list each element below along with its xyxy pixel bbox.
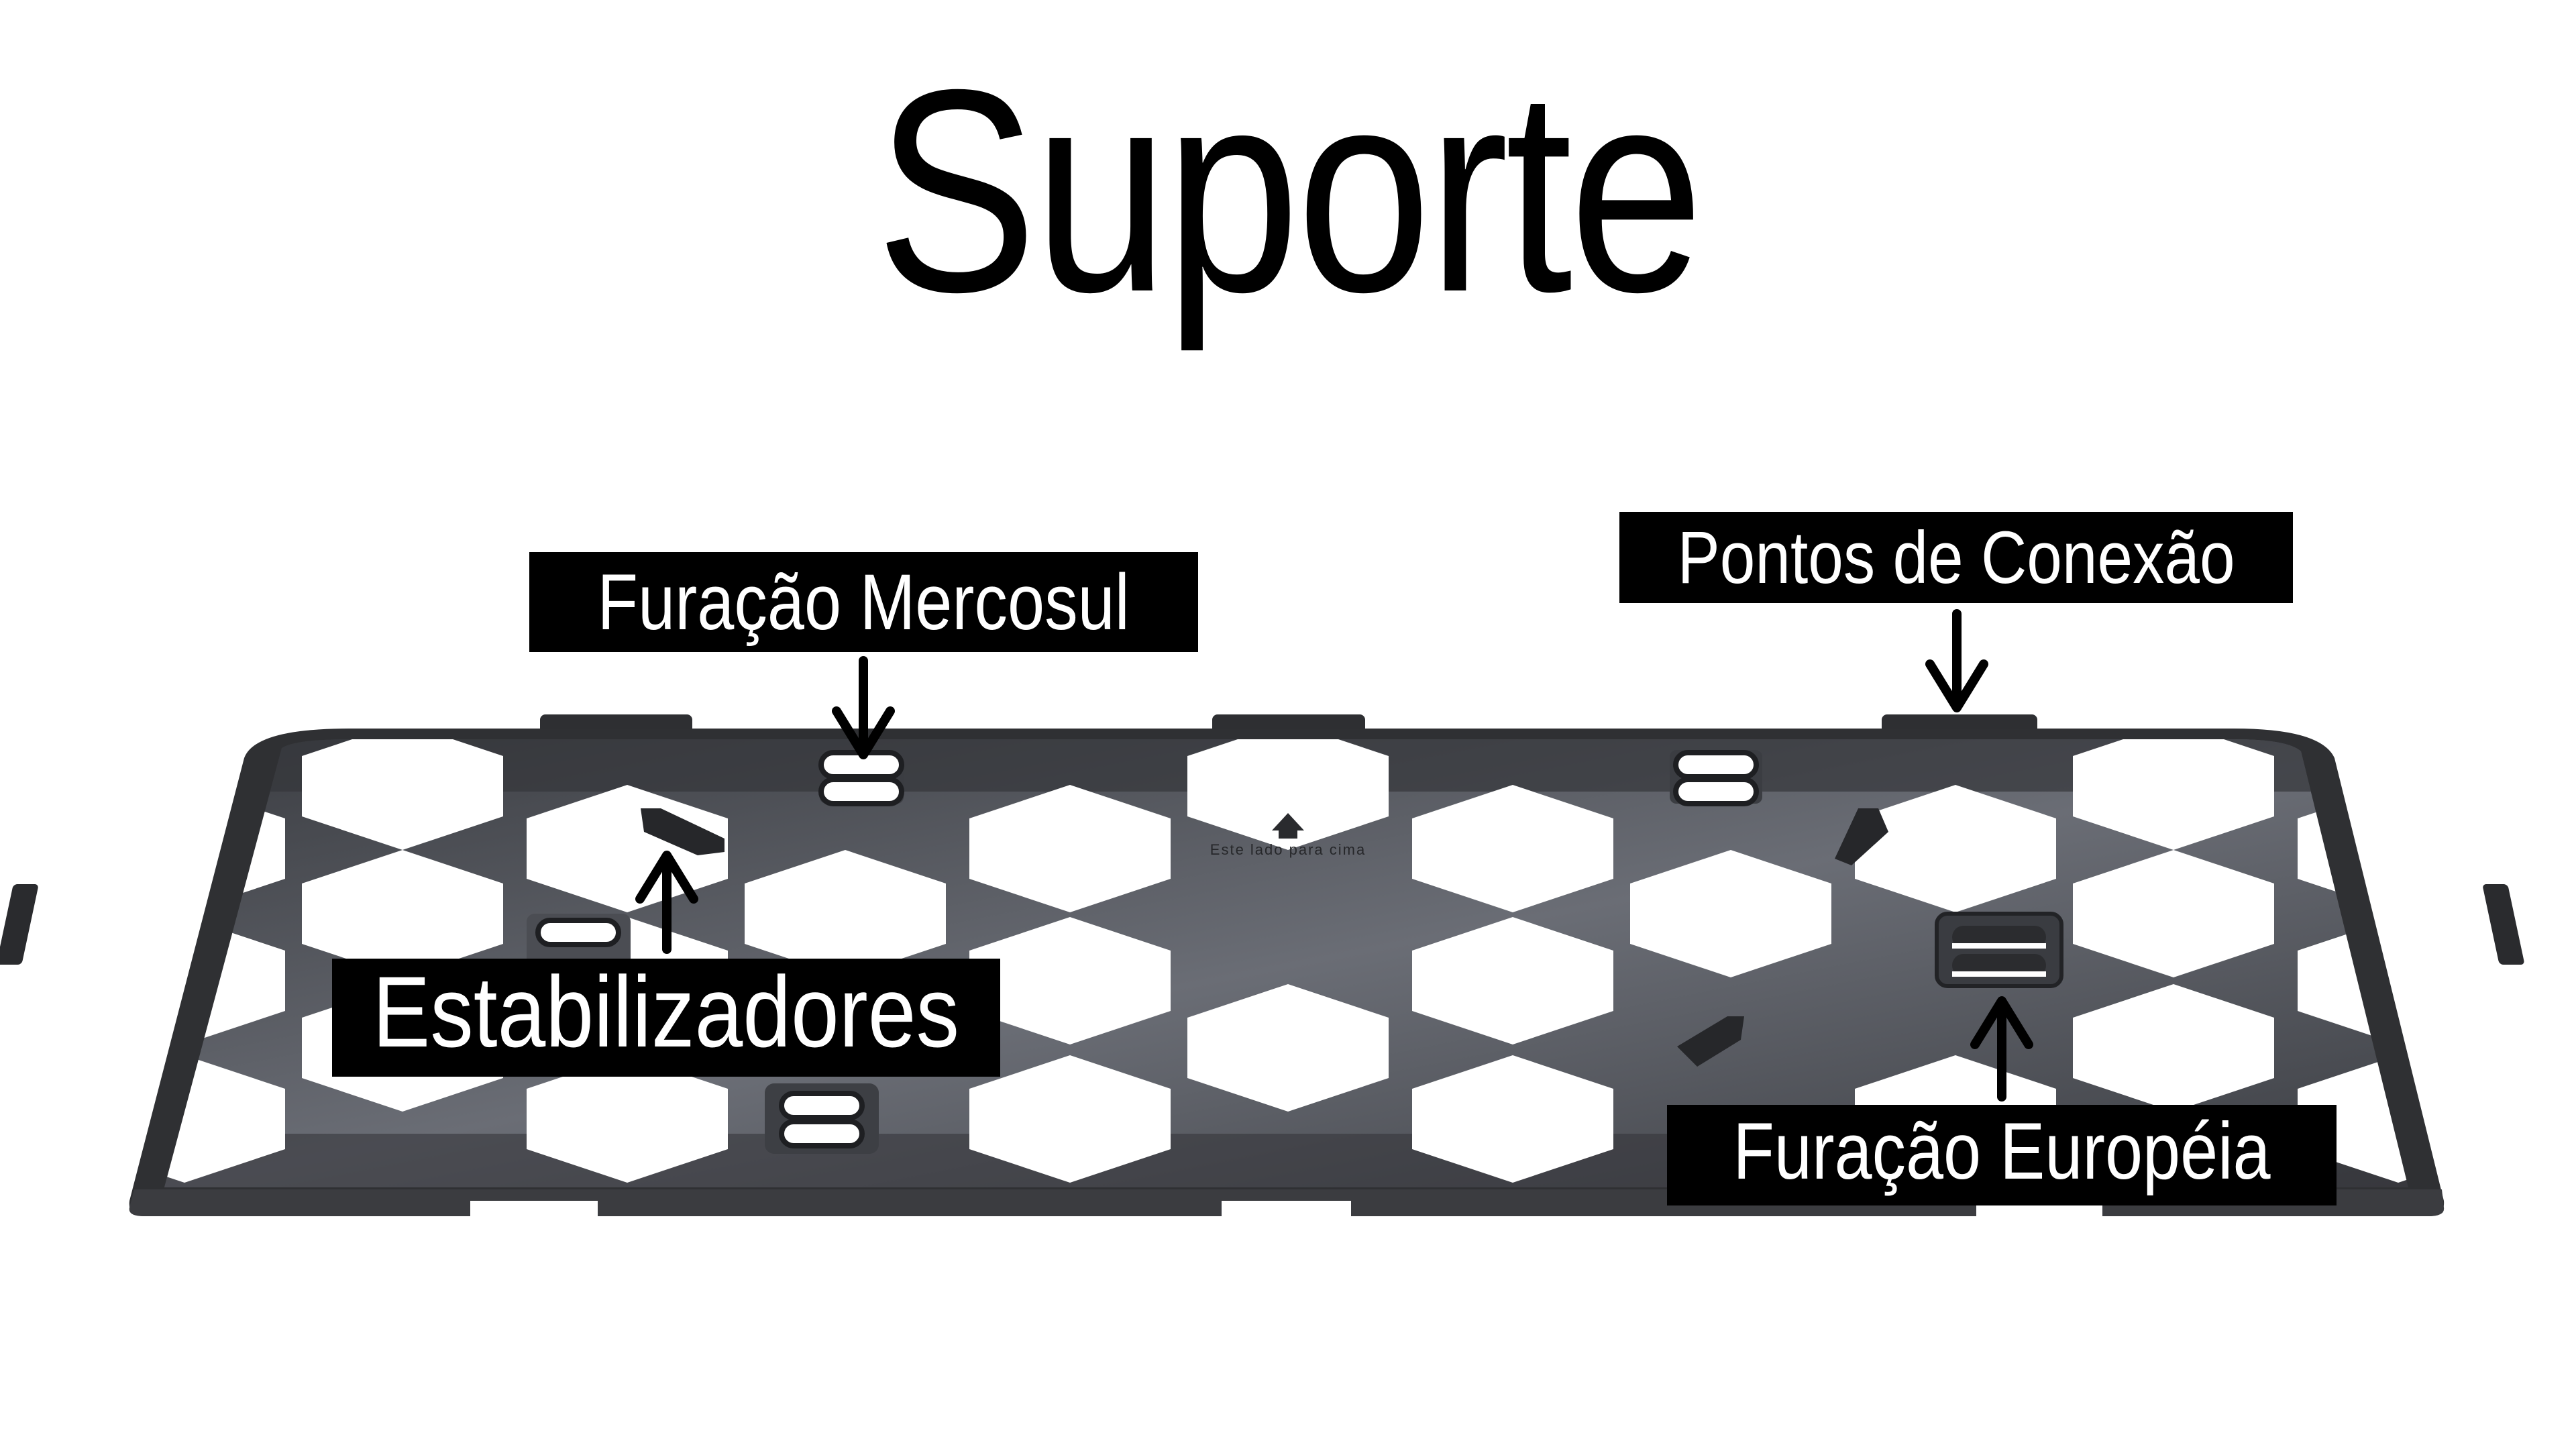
european-holes — [1935, 912, 2063, 988]
page-title: Suporte — [875, 30, 1704, 352]
label-text: Estabilizadores — [372, 959, 960, 1068]
stabilizer — [1677, 1016, 1744, 1067]
arrow-up-icon — [1970, 996, 2033, 1102]
label-furacao-europeia: Furação Européia — [1667, 1105, 2337, 1205]
label-pontos-de-conexao: Pontos de Conexão — [1619, 512, 2293, 603]
label-text: Furação Européia — [1733, 1106, 2271, 1196]
arrow-up-icon — [635, 851, 698, 954]
mercosul-holes-top-right — [1670, 750, 1762, 804]
mercosul-holes-top-left — [820, 750, 904, 804]
stabilizer — [641, 808, 724, 855]
embossed-text: Este lado para cima — [1210, 841, 1366, 858]
label-furacao-mercosul: Furação Mercosul — [529, 552, 1198, 652]
arrow-down-icon — [1925, 609, 1988, 712]
up-arrow-emboss-icon — [1272, 813, 1304, 839]
label-text: Furação Mercosul — [597, 557, 1130, 647]
mercosul-holes-bottom — [765, 1083, 879, 1154]
label-text: Pontos de Conexão — [1677, 516, 2235, 599]
arrow-down-icon — [832, 656, 895, 759]
stabilizer — [1835, 808, 1888, 865]
label-estabilizadores: Estabilizadores — [332, 959, 1000, 1077]
